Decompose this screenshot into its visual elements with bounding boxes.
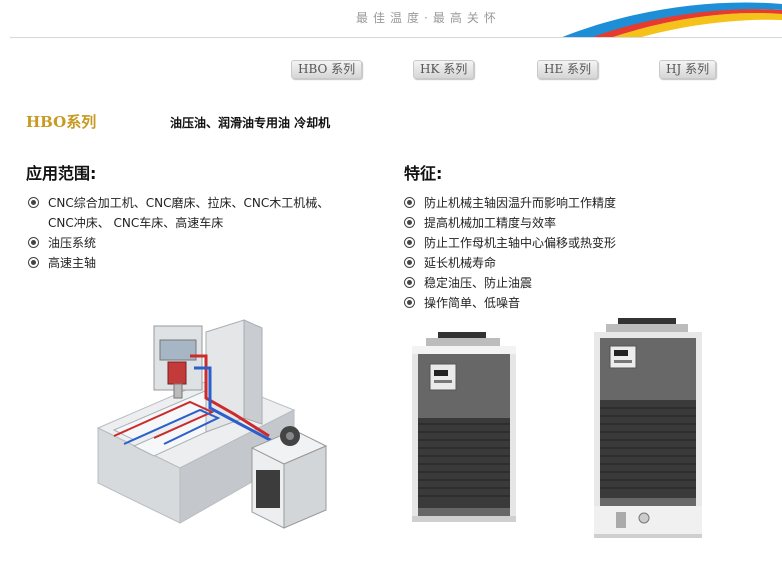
features-heading: 特征:	[404, 164, 443, 183]
bullet-icon	[28, 237, 39, 248]
slogan: 最佳温度·最高关怀	[356, 11, 501, 25]
applications-heading: 应用范围:	[26, 164, 97, 183]
applications-list: CNC综合加工机、CNC磨床、拉床、CNC木工机械、 CNC冲床、 CNC车床、…	[28, 193, 329, 273]
tab-hj-series[interactable]: HJ 系列	[659, 60, 717, 79]
series-title: HBO系列	[26, 113, 97, 131]
series-description: 油压油、润滑油专用油 冷却机	[170, 116, 331, 130]
bullet-icon	[404, 217, 415, 228]
list-item: 油压系统	[28, 233, 329, 253]
chiller-large-photo	[594, 318, 702, 538]
machine-diagram-illustration	[96, 319, 328, 529]
list-item: 稳定油压、防止油震	[404, 273, 616, 293]
list-item: 防止工作母机主轴中心偏移或热变形	[404, 233, 616, 253]
list-item: 防止机械主轴因温升而影响工作精度	[404, 193, 616, 213]
features-list: 防止机械主轴因温升而影响工作精度 提高机械加工精度与效率 防止工作母机主轴中心偏…	[404, 193, 616, 313]
tab-hk-series[interactable]: HK 系列	[413, 60, 475, 79]
bullet-icon	[404, 197, 415, 208]
list-item: CNC冲床、 CNC车床、高速车床	[48, 216, 224, 230]
brand-swoosh-graphic	[560, 2, 782, 38]
header-divider	[10, 37, 782, 38]
page-header: 最佳温度·最高关怀	[0, 0, 782, 38]
chiller-small-photo	[412, 332, 516, 522]
bullet-icon	[404, 297, 415, 308]
bullet-icon	[404, 257, 415, 268]
list-item: 提高机械加工精度与效率	[404, 213, 616, 233]
bullet-icon	[404, 237, 415, 248]
list-item: 延长机械寿命	[404, 253, 616, 273]
list-item: CNC综合加工机、CNC磨床、拉床、CNC木工机械、	[28, 193, 329, 213]
tab-he-series[interactable]: HE 系列	[537, 60, 599, 79]
bullet-icon	[28, 197, 39, 208]
list-item: 操作简单、低噪音	[404, 293, 616, 313]
bullet-icon	[404, 277, 415, 288]
tab-hbo-series[interactable]: HBO 系列	[291, 60, 363, 79]
bullet-icon	[28, 257, 39, 268]
list-item: 高速主轴	[28, 253, 329, 273]
